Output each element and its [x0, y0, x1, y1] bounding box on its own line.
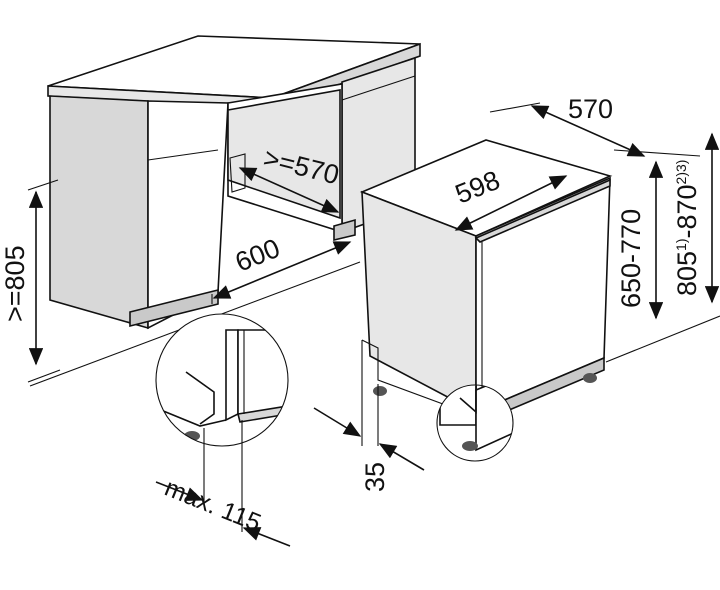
counter-cabinet	[47, 35, 421, 330]
counter-depth-arrow	[238, 167, 340, 213]
max-offset-arrow-right	[242, 527, 291, 547]
counter-height-label: >=805	[0, 245, 30, 322]
right-cabinet-plinth	[333, 218, 356, 242]
foot-left	[373, 386, 387, 396]
total-height-footnote-a: 1)	[673, 238, 689, 250]
left-cabinet-plinth	[129, 288, 219, 328]
foot-right	[583, 373, 597, 383]
appliance-depth-arrow	[530, 105, 646, 157]
total-height-value: 805	[672, 251, 702, 296]
counter-width-label: 600	[231, 233, 284, 278]
left-cabinet-front	[49, 95, 149, 330]
total-height-range-end: -870	[672, 184, 702, 238]
appliance-depth-label: 570	[568, 94, 613, 124]
max-offset-label: max. 115	[161, 474, 265, 538]
counter-width-arrow	[212, 241, 352, 299]
total-height-label: 8051)-8702)3)	[672, 160, 702, 296]
height-range-label: 650-770	[616, 209, 646, 308]
recess-arrow-right	[378, 443, 425, 471]
recess-arrow-left	[313, 407, 362, 437]
total-height-footnote-b: 2)3)	[673, 160, 689, 185]
recess-label: 35	[360, 462, 390, 492]
appliance-width-arrow	[454, 175, 568, 231]
max-offset-arrow-left	[155, 481, 204, 501]
detail-circle-left	[155, 313, 289, 447]
